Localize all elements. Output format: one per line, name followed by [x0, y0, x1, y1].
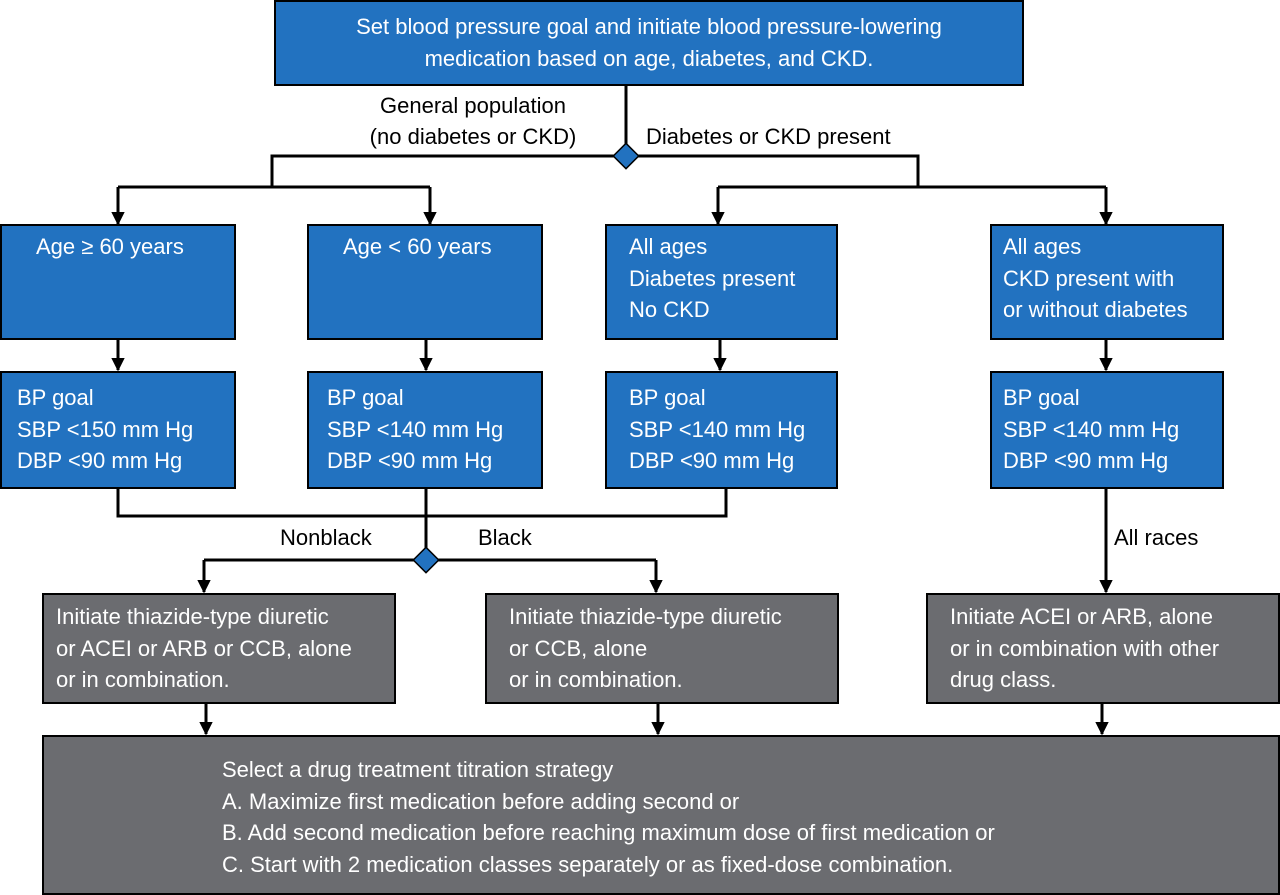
label-general-population-line: General population [380, 93, 566, 118]
population-line: Age ≥ 60 years [36, 234, 184, 259]
goal-line: BP goal [629, 385, 706, 410]
population-box-diabetes-no-ckd: All ages Diabetes present No CKD [605, 224, 838, 340]
top-box-set-bp-goal: Set blood pressure goal and initiate blo… [274, 0, 1024, 86]
titration-line: C. Start with 2 medication classes separ… [222, 851, 954, 877]
goal-box-sbp-150: BP goal SBP <150 mm Hg DBP <90 mm Hg [0, 371, 236, 489]
goal-line: SBP <140 mm Hg [629, 416, 806, 442]
treatment-line: Initiate thiazide-type diuretic [509, 604, 782, 629]
treatment-line: drug class. [950, 667, 1057, 692]
treatment-line: or ACEI or ARB or CCB, alone [56, 635, 352, 661]
treatment-box-black: Initiate thiazide-type diuretic or CCB, … [485, 593, 839, 704]
population-line: All ages [629, 234, 708, 259]
titration-strategy-box: Select a drug treatment titration strate… [42, 735, 1280, 895]
goal-line: DBP <90 mm Hg [17, 448, 183, 473]
goal-line: BP goal [17, 385, 94, 410]
goal-line: SBP <150 mm Hg [17, 416, 194, 442]
goal-box-sbp-140-ckd: BP goal SBP <140 mm Hg DBP <90 mm Hg [990, 371, 1224, 489]
treatment-line: Initiate ACEI or ARB, alone [950, 604, 1213, 629]
top-box-line: Set blood pressure goal and initiate blo… [356, 14, 942, 39]
population-line: CKD present with [1003, 265, 1175, 291]
goal-line: SBP <140 mm Hg [327, 416, 504, 442]
label-general-population: General population (no diabetes or CKD) [356, 90, 590, 152]
top-box-line: medication based on age, diabetes, and C… [424, 45, 874, 71]
goal-line: DBP <90 mm Hg [327, 448, 493, 473]
treatment-line: or CCB, alone [509, 635, 648, 661]
treatment-line: or in combination. [56, 667, 230, 692]
treatment-box-nonblack: Initiate thiazide-type diuretic or ACEI … [42, 593, 396, 704]
titration-line: A. Maximize first medication before addi… [222, 788, 740, 814]
population-line: Age < 60 years [343, 234, 492, 259]
goal-line: BP goal [1003, 385, 1080, 410]
population-box-age-60-plus: Age ≥ 60 years [0, 224, 236, 340]
goal-box-sbp-140-under-60: BP goal SBP <140 mm Hg DBP <90 mm Hg [307, 371, 543, 489]
treatment-line: Initiate thiazide-type diuretic [56, 604, 329, 629]
treatment-line: or in combination. [509, 667, 683, 692]
label-diabetes-or-ckd: Diabetes or CKD present [646, 124, 891, 149]
label-nonblack: Nonblack [280, 525, 372, 550]
population-box-ckd-present: All ages CKD present with or without dia… [990, 224, 1224, 340]
goal-line: DBP <90 mm Hg [629, 448, 795, 473]
goal-line: DBP <90 mm Hg [1003, 448, 1169, 473]
titration-line: B. Add second medication before reaching… [222, 820, 995, 845]
decision-diamond-race [412, 546, 440, 574]
label-general-population-line: (no diabetes or CKD) [369, 124, 577, 149]
goal-line: BP goal [327, 385, 404, 410]
connector-diabetes-ckd [626, 154, 920, 187]
population-line: Diabetes present [629, 265, 796, 291]
population-line: No CKD [629, 297, 710, 322]
population-line: All ages [1003, 234, 1082, 259]
goal-line: SBP <140 mm Hg [1003, 416, 1180, 442]
connector-goals-merge [116, 489, 728, 518]
decision-diamond-comorbidity [612, 142, 640, 170]
connector-general-population [270, 154, 626, 187]
population-box-age-under-60: Age < 60 years [307, 224, 543, 340]
label-black: Black [478, 525, 532, 550]
population-line: or without diabetes [1003, 297, 1188, 322]
goal-box-sbp-140-diabetes: BP goal SBP <140 mm Hg DBP <90 mm Hg [605, 371, 838, 489]
label-all-races: All races [1114, 525, 1199, 550]
titration-line: Select a drug treatment titration strate… [222, 757, 614, 782]
treatment-line: or in combination with other [950, 635, 1220, 661]
treatment-box-acei-arb: Initiate ACEI or ARB, alone or in combin… [926, 593, 1280, 704]
